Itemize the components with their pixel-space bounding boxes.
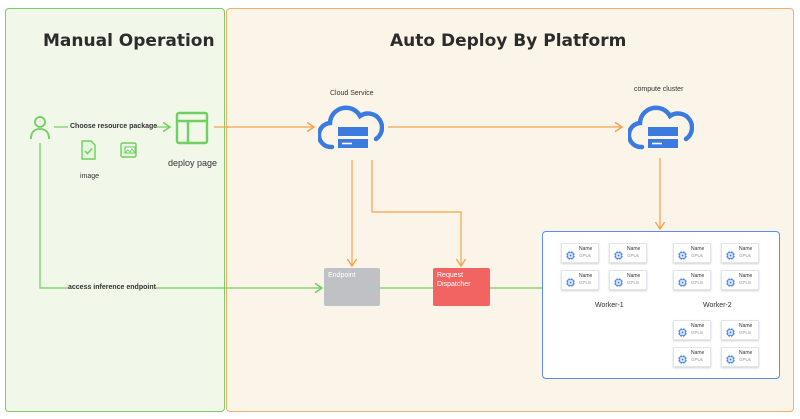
dispatcher-label-line2: Dispatcher bbox=[437, 281, 471, 288]
gpu-card-gpus: GPUs bbox=[691, 330, 704, 335]
endpoint-label: Endpoint bbox=[328, 272, 356, 279]
endpoint-box: Endpoint bbox=[324, 268, 380, 306]
access-endpoint-label: access inference endpoint bbox=[68, 284, 156, 291]
deploy-page-label: deploy page bbox=[168, 158, 218, 168]
gpu-chip-icon bbox=[677, 248, 688, 261]
compute-cluster-label: compute cluster bbox=[634, 86, 684, 93]
gpu-card-gpus: GPUs bbox=[691, 253, 704, 258]
cloud-service-icon bbox=[318, 105, 384, 150]
worker-2-label: Worker-2 bbox=[703, 302, 732, 309]
gpu-card-name: Name bbox=[579, 246, 593, 252]
gpu-chip-icon bbox=[677, 325, 688, 338]
auto-deploy-title: Auto Deploy By Platform bbox=[390, 31, 627, 51]
gpu-chip-icon bbox=[725, 352, 736, 365]
gpu-card-name: Name bbox=[691, 273, 705, 279]
worker-1-label: Worker-1 bbox=[595, 302, 624, 309]
gpu-chip-icon bbox=[725, 275, 736, 288]
gpu-chip-icon bbox=[725, 248, 736, 261]
gpu-chip-icon bbox=[725, 325, 736, 338]
gpu-card-name: Name bbox=[739, 273, 753, 279]
image-label: image bbox=[80, 173, 100, 180]
manual-operation-panel bbox=[5, 8, 225, 412]
gpu-card-gpus: GPUs bbox=[739, 280, 752, 285]
user-icon bbox=[30, 116, 50, 140]
gpu-chip-icon bbox=[677, 275, 688, 288]
gpu-card-gpus: GPUs bbox=[739, 330, 752, 335]
gpu-card-gpus: GPUs bbox=[739, 357, 752, 362]
gpu-card-name: Name bbox=[739, 350, 753, 356]
gpu-card-name: Name bbox=[691, 350, 705, 356]
gpu-card-gpus: GPUs bbox=[579, 280, 592, 285]
layout-icon bbox=[175, 111, 209, 145]
gpu-chip-icon bbox=[677, 352, 688, 365]
manual-operation-title: Manual Operation bbox=[43, 31, 215, 51]
gpu-card-name: Name bbox=[627, 273, 641, 279]
gpu-card-name: Name bbox=[691, 246, 705, 252]
gpu-card-name: Name bbox=[691, 323, 705, 329]
gpu-chip-icon bbox=[565, 248, 576, 261]
document-check-icon bbox=[81, 140, 96, 160]
gpu-chip-icon bbox=[565, 275, 576, 288]
gpu-card-name: Name bbox=[627, 246, 641, 252]
choose-resource-label: Choose resource package bbox=[70, 123, 158, 130]
gpu-chip-icon bbox=[613, 248, 624, 261]
dispatcher-label-line1: Request bbox=[437, 272, 464, 279]
gpu-card-name: Name bbox=[579, 273, 593, 279]
gpu-card-gpus: GPUs bbox=[627, 253, 640, 258]
gpu-chip-icon bbox=[613, 275, 624, 288]
user-to-access-line bbox=[39, 143, 68, 289]
image-file-icon bbox=[120, 142, 137, 158]
gpu-card-gpus: GPUs bbox=[739, 253, 752, 258]
request-dispatcher-box: Request Dispatcher bbox=[433, 268, 490, 306]
gpu-card-gpus: GPUs bbox=[691, 280, 704, 285]
cloud-to-dispatcher-arrow bbox=[371, 160, 461, 266]
gpu-card-gpus: GPUs bbox=[691, 357, 704, 362]
gpu-card-gpus: GPUs bbox=[579, 253, 592, 258]
gpu-card-name: Name bbox=[739, 323, 753, 329]
gpu-card-name: Name bbox=[739, 246, 753, 252]
gpu-card-gpus: GPUs bbox=[627, 280, 640, 285]
compute-cluster-cloud-icon bbox=[628, 105, 694, 150]
cloud-service-label: Cloud Service bbox=[330, 90, 374, 97]
